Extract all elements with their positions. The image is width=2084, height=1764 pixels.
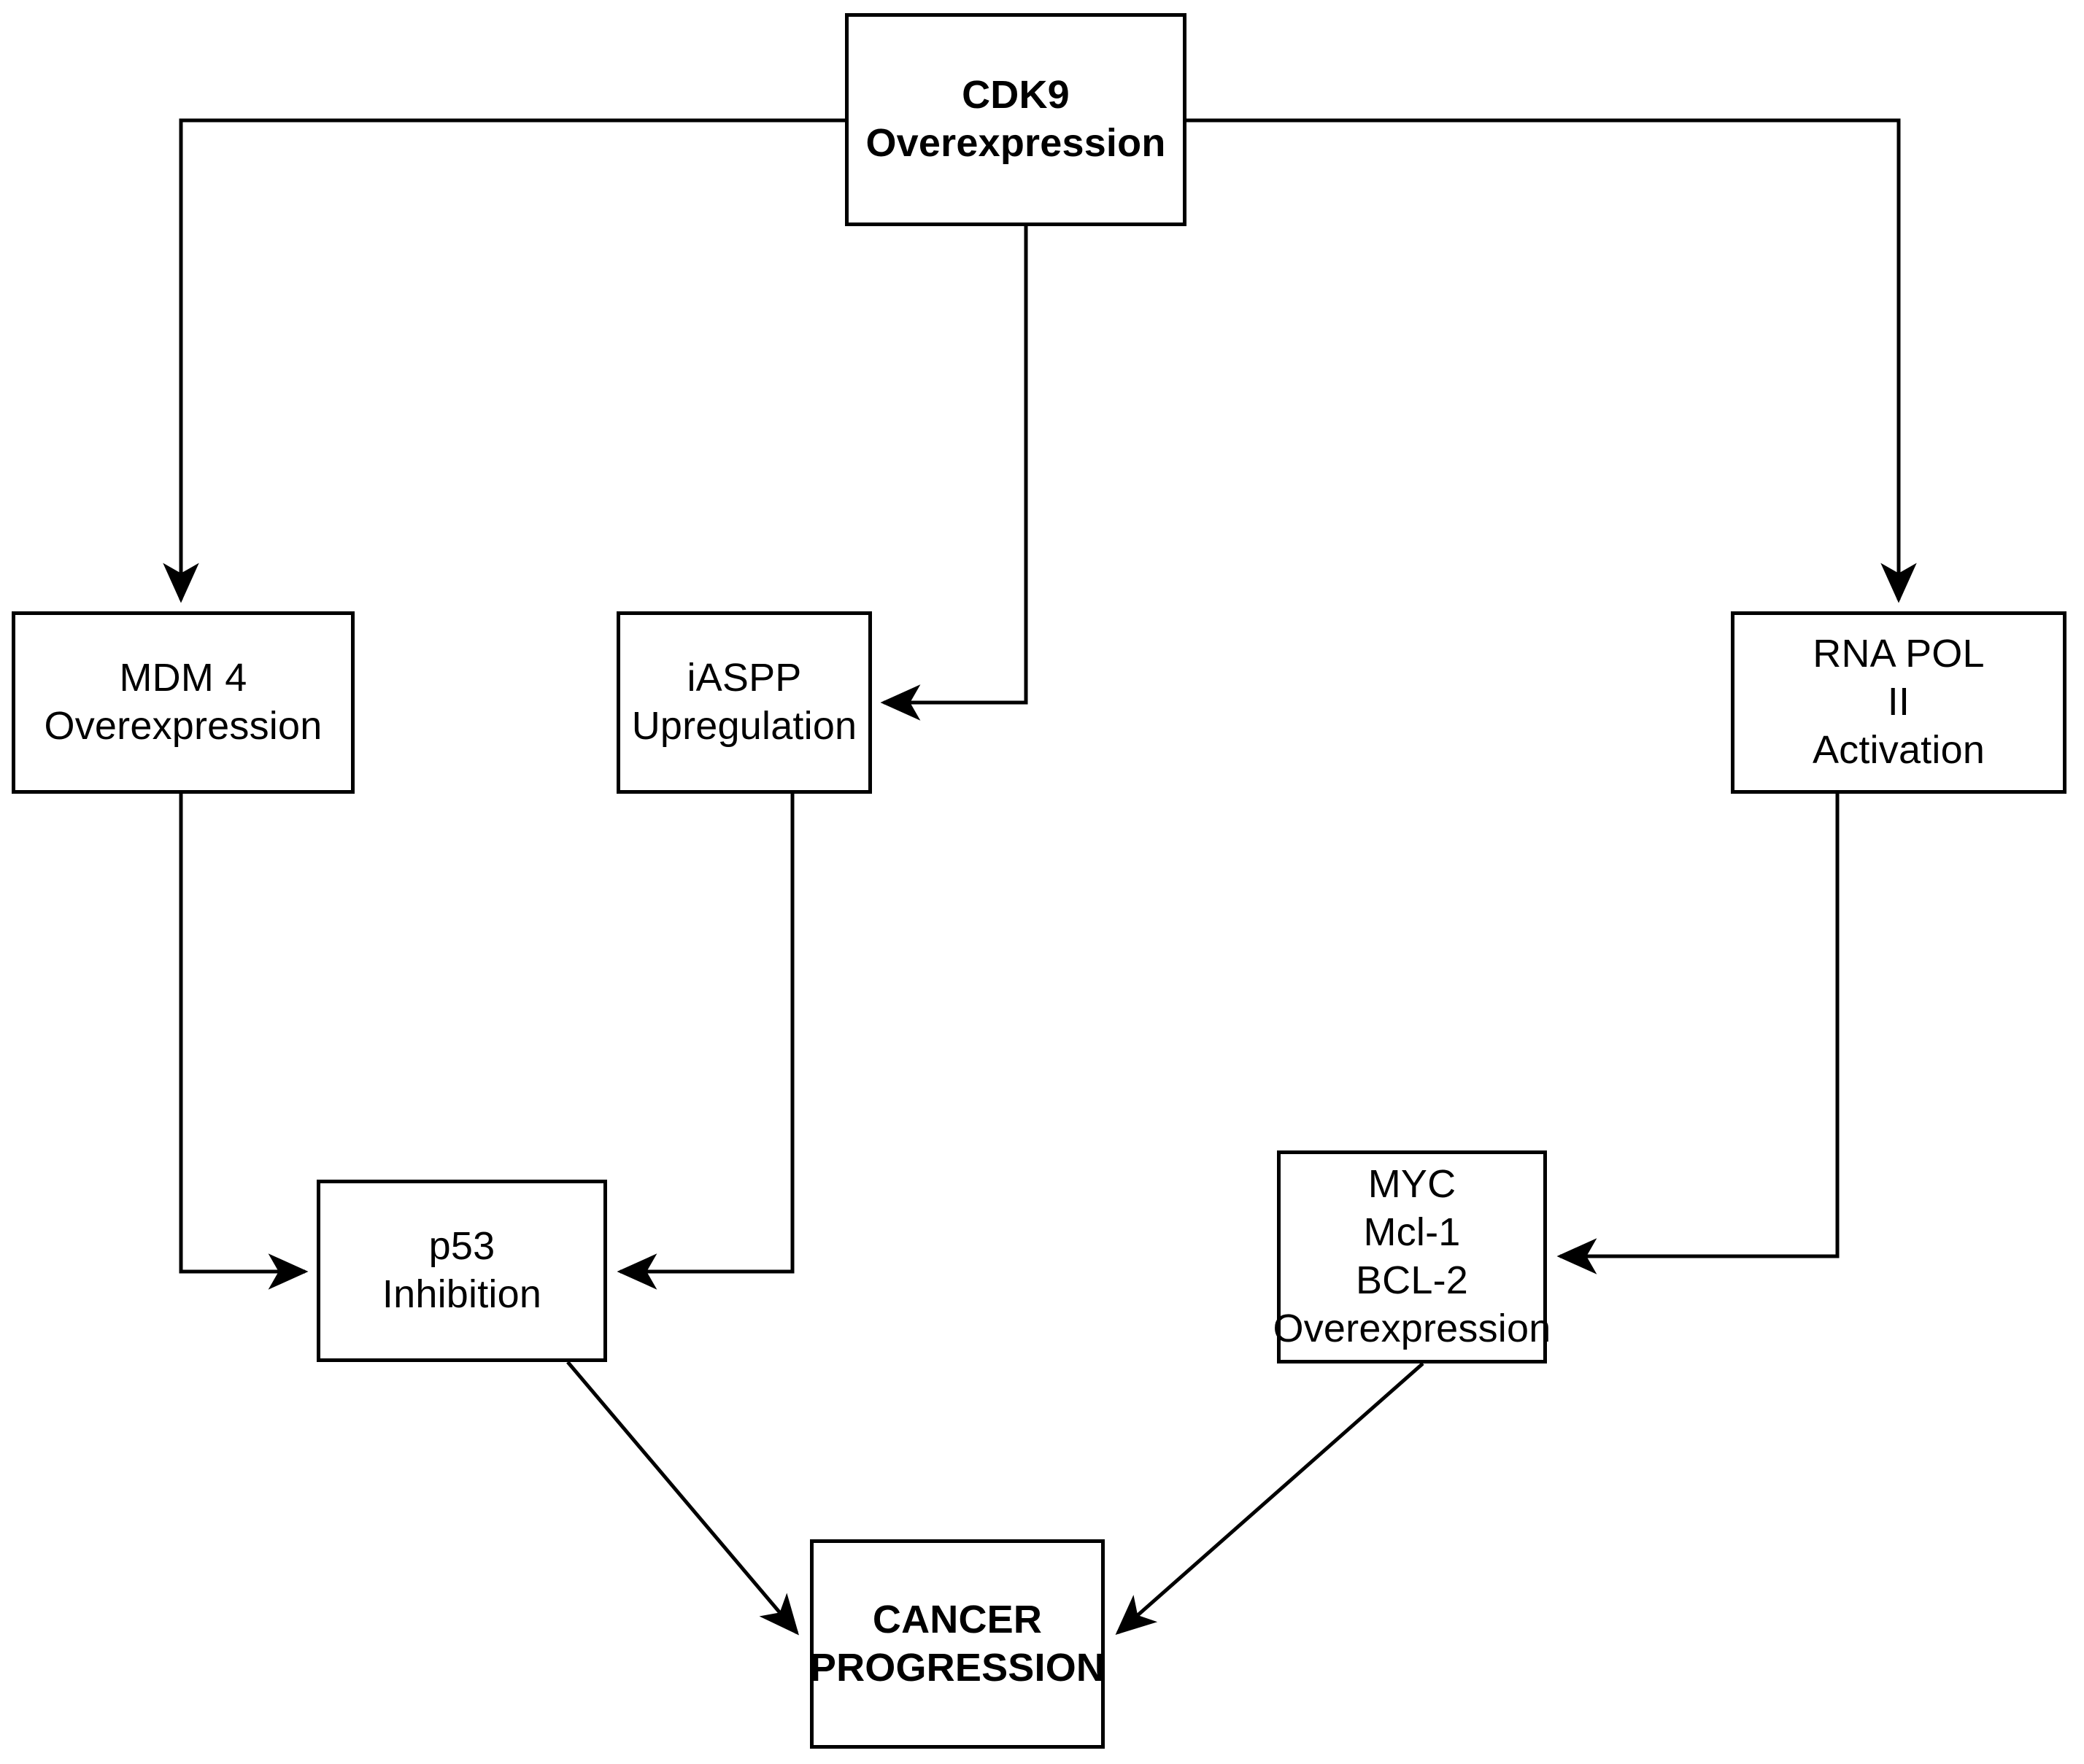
node-cdk9-overexpression[interactable]: CDK9 Overexpression <box>845 13 1186 226</box>
node-cancer-line-1: CANCER <box>872 1597 1043 1641</box>
node-rna-pol-ii-activation[interactable]: RNA POL II Activation <box>1731 611 2066 794</box>
node-mdm4-line-2: Overexpression <box>44 704 323 748</box>
edge-myc-to-cancer <box>1115 1362 1424 1636</box>
node-cancer-progression[interactable]: CANCER PROGRESSION <box>810 1539 1105 1749</box>
node-p53-inhibition[interactable]: p53 Inhibition <box>317 1180 607 1362</box>
node-myc-line-3: BCL-2 <box>1355 1258 1469 1302</box>
node-mdm4-overexpression[interactable]: MDM 4 Overexpression <box>12 611 355 794</box>
node-iaspp-line-2: Upregulation <box>631 704 857 748</box>
edge-rnapol2-to-myc <box>1556 794 1840 1274</box>
edge-cdk9-to-rnapol2 <box>1186 118 1917 603</box>
node-myc-line-4: Overexpression <box>1273 1306 1551 1350</box>
node-cancer-line-2: PROGRESSION <box>809 1645 1105 1690</box>
node-p53-line-2: Inhibition <box>382 1272 542 1316</box>
node-mdm4-line-1: MDM 4 <box>119 656 247 700</box>
node-iaspp-upregulation[interactable]: iASPP Upregulation <box>617 611 872 794</box>
node-rnapol2-line-1: RNA POL <box>1813 632 1985 676</box>
edge-iaspp-to-p53 <box>617 794 795 1290</box>
node-myc-line-2: Mcl-1 <box>1363 1210 1461 1255</box>
node-rnapol2-line-2: II <box>1887 680 1910 724</box>
node-myc-mcl1-bcl2-overexpression[interactable]: MYC Mcl-1 BCL-2 Overexpression <box>1273 1150 1551 1363</box>
edge-cdk9-to-mdm4 <box>163 118 845 603</box>
node-myc-line-1: MYC <box>1367 1162 1456 1207</box>
edge-cdk9-to-iaspp <box>880 226 1028 721</box>
node-p53-line-1: p53 <box>428 1224 495 1269</box>
node-iaspp-line-1: iASPP <box>687 656 802 700</box>
edge-mdm4-to-p53 <box>179 794 309 1290</box>
node-cdk9-line-2: Overexpression <box>865 121 1166 165</box>
node-cdk9-line-1: CDK9 <box>962 73 1070 117</box>
node-rnapol2-line-3: Activation <box>1812 727 1985 772</box>
edge-p53-to-cancer <box>566 1361 799 1636</box>
